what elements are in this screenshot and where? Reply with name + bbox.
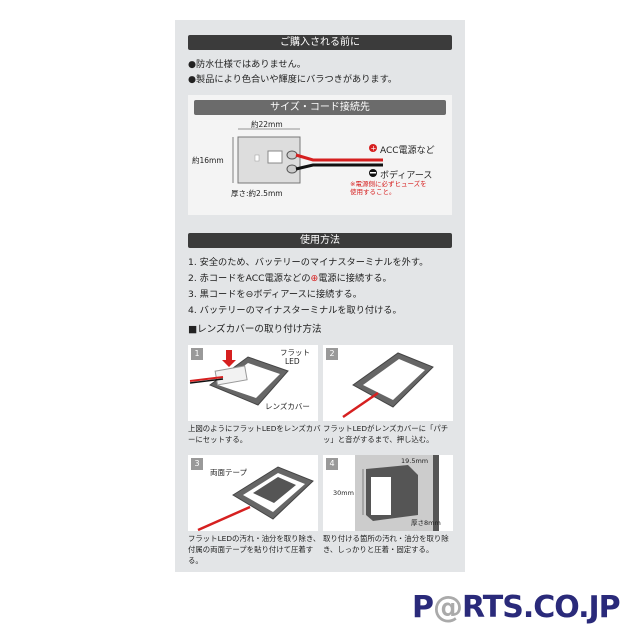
step-number: 3 xyxy=(191,458,203,470)
label: 両面テープ xyxy=(210,468,248,477)
thickness-dimension: 厚さ8mm xyxy=(411,519,441,527)
usage-step: 3. 黒コードを⊖ボディアースに接続する。 xyxy=(188,287,362,302)
step-caption: フラットLEDの汚れ・油分を取り除き、付属の両面テープを貼り付けて圧着する。 xyxy=(188,534,321,565)
parts-logo: P@RTS.CO.JP xyxy=(412,590,621,625)
usage-step: 2. 赤コードをACC電源などの⊕電源に接続する。 xyxy=(188,271,392,286)
plus-icon: ⊕ xyxy=(310,273,319,284)
lens-step-3: 3 両面テープ xyxy=(188,455,318,531)
step-caption: 上図のようにフラットLEDをレンズカバーにセットする。 xyxy=(188,424,321,444)
logo-at: @ xyxy=(433,590,463,625)
step-caption: 取り付ける箇所の汚れ・油分を取り除き、しっかりと圧着・固定する。 xyxy=(323,534,449,554)
svg-text:+: + xyxy=(371,145,377,153)
size-header: サイズ・コード接続先 xyxy=(194,100,446,115)
height-dimension: 30mm xyxy=(333,489,354,497)
label: フラット xyxy=(280,348,310,357)
logo-text: RTS.CO.JP xyxy=(462,590,621,625)
step-3-illustration xyxy=(197,466,314,531)
bullet: ●防水仕様ではありません。 xyxy=(188,59,306,70)
step-caption: フラットLEDがレンズカバーに「パチッ」と音がするまで、押し込む。 xyxy=(323,424,449,444)
step-number: 4 xyxy=(326,458,338,470)
step-4-illustration xyxy=(355,455,439,531)
step-1-illustration xyxy=(189,350,289,406)
before-purchase-header: ご購入される前に xyxy=(188,35,452,50)
text: 2. 赤コードをACC電源などの xyxy=(188,273,311,284)
step-number: 2 xyxy=(326,348,338,360)
usage-step: 4. バッテリーのマイナスターミナルを取り付ける。 xyxy=(188,305,402,316)
label: LED xyxy=(285,357,300,366)
step-2-illustration xyxy=(342,352,434,419)
width-dimension: 約22mm xyxy=(251,120,283,129)
height-dimension: 約16mm xyxy=(192,156,224,165)
label: レンズカバー xyxy=(265,402,310,411)
fuse-note: ※電源側に必ずヒューズを使用すること。 xyxy=(350,180,427,196)
lens-cover-heading: ■レンズカバーの取り付け方法 xyxy=(188,324,322,335)
bullet: ●製品により色合いや輝度にバラつきがあります。 xyxy=(188,74,398,85)
usage-step: 1. 安全のため、バッテリーのマイナスターミナルを外す。 xyxy=(188,257,429,268)
logo-text: P xyxy=(412,590,434,625)
minus-icon: ⊖ xyxy=(245,289,254,300)
text: 3. 黒コードを xyxy=(188,289,246,300)
step-number: 1 xyxy=(191,348,203,360)
thickness-dimension: 厚さ:約2.5mm xyxy=(231,189,283,198)
lens-step-4: 4 19.5mm 30mm 厚さ8mm xyxy=(323,455,453,531)
led-diagram: + xyxy=(232,128,383,184)
text: 電源に接続する。 xyxy=(318,273,392,284)
text: ボディアースに接続する。 xyxy=(253,289,362,300)
lens-step-1: 1 フラット LED レンズカバー xyxy=(188,345,318,421)
product-info-panel: ご購入される前に ●防水仕様ではありません。 ●製品により色合いや輝度にバラつき… xyxy=(175,20,465,572)
usage-header: 使用方法 xyxy=(188,233,452,248)
body-earth-label: ボディアース xyxy=(380,171,433,181)
lens-step-2: 2 xyxy=(323,345,453,421)
acc-label: ACC電源など xyxy=(380,146,435,156)
size-diagram: サイズ・コード接続先 + 約22mm 約16mm 厚さ:約2.5mm ACC電源… xyxy=(188,95,452,215)
width-dimension: 19.5mm xyxy=(401,457,429,465)
